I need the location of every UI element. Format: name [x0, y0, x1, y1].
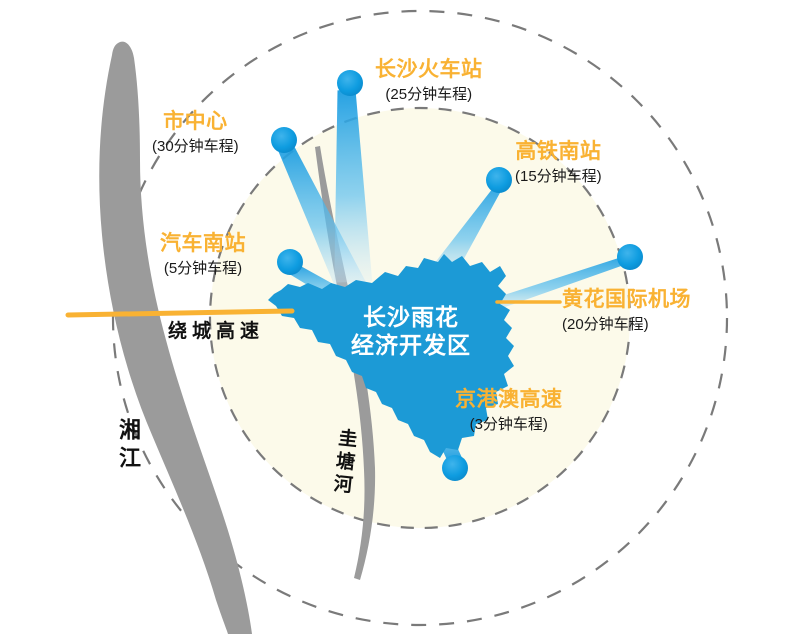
- poi-label-bus-south-station[interactable]: 汽车南站 (5分钟车程): [160, 232, 246, 278]
- poi-label-jinggangao-expressway[interactable]: 京港澳高速 (3分钟车程): [455, 388, 563, 434]
- poi-subtitle-changsha-railway-station: (25分钟车程): [385, 85, 473, 103]
- poi-label-city-center[interactable]: 市中心 (30分钟车程): [152, 110, 239, 156]
- poi-dot-hsr-south-station[interactable]: [486, 167, 512, 193]
- outer-range-circle: [111, 9, 729, 627]
- poi-subtitle-airport: (20分钟车程): [562, 315, 649, 333]
- poi-title-bus-south-station: 汽车南站: [160, 232, 246, 255]
- xiang-river-shape: [99, 41, 253, 635]
- feature-label-xiang-river: 湘江: [116, 418, 141, 474]
- poi-dot-city-center[interactable]: [271, 127, 297, 153]
- ring-expressway-line: [65, 308, 295, 318]
- poi-dot-changsha-railway-station[interactable]: [337, 70, 363, 96]
- poi-label-changsha-railway-station[interactable]: 长沙火车站 (25分钟车程): [375, 58, 483, 104]
- poi-title-changsha-railway-station: 长沙火车站: [375, 58, 483, 81]
- poi-title-jinggangao-expressway: 京港澳高速: [455, 388, 563, 411]
- core-region-label-line1: 长沙雨花: [363, 304, 459, 330]
- poi-dot-jinggangao-expressway[interactable]: [442, 455, 468, 481]
- poi-subtitle-city-center: (30分钟车程): [152, 137, 239, 155]
- poi-title-hsr-south-station: 高铁南站: [515, 140, 602, 163]
- poi-title-city-center: 市中心: [163, 110, 228, 133]
- beam-changsha-railway-station: [334, 89, 373, 283]
- poi-dot-bus-south-station[interactable]: [277, 249, 303, 275]
- poi-label-airport[interactable]: 黄花国际机场 (20分钟车程): [562, 288, 691, 334]
- poi-label-hsr-south-station[interactable]: 高铁南站 (15分钟车程): [515, 140, 602, 186]
- feature-label-ring-expressway: 绕城高速: [168, 321, 265, 342]
- poi-dot-airport[interactable]: [617, 244, 643, 270]
- core-region-label: 长沙雨花 经济开发区: [316, 303, 506, 359]
- core-region-shape: [268, 254, 514, 458]
- poi-subtitle-jinggangao-expressway: (3分钟车程): [469, 415, 548, 433]
- poi-title-airport: 黄花国际机场: [562, 288, 691, 311]
- poi-subtitle-hsr-south-station: (15分钟车程): [515, 167, 602, 185]
- poi-subtitle-bus-south-station: (5分钟车程): [163, 259, 243, 277]
- beam-city-center: [277, 144, 368, 294]
- core-region-label-line2: 经济开发区: [351, 332, 471, 359]
